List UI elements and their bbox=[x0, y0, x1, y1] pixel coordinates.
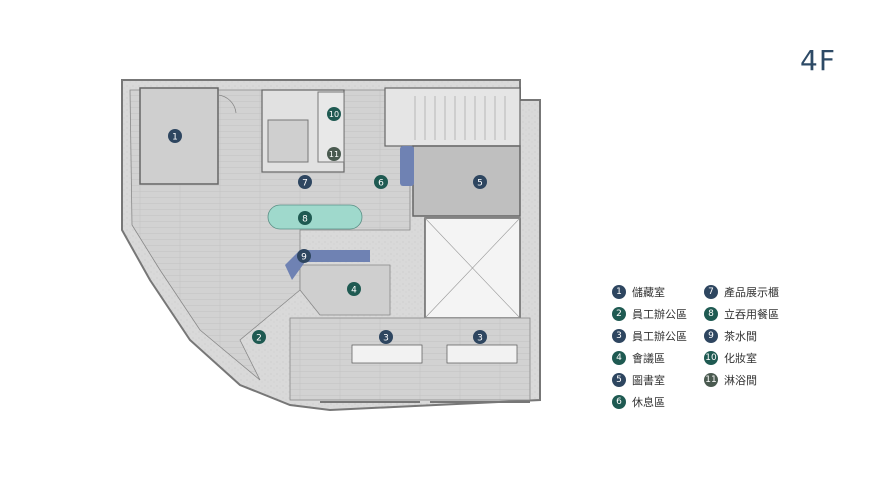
rest-area-bench bbox=[400, 146, 414, 186]
storage-door bbox=[217, 94, 237, 114]
dining-table bbox=[267, 204, 363, 230]
svg-text:9: 9 bbox=[301, 253, 307, 263]
marker-3a: 3 bbox=[379, 330, 393, 344]
marker-11: 11 bbox=[327, 147, 341, 161]
markers: 1 2 3 3 4 5 6 7 8 9 10 11 bbox=[168, 107, 487, 344]
stairwell bbox=[384, 87, 521, 147]
library-room bbox=[412, 145, 521, 217]
marker-10: 10 bbox=[327, 107, 341, 121]
svg-text:11: 11 bbox=[329, 150, 339, 159]
workstations bbox=[351, 344, 518, 364]
svg-text:4: 4 bbox=[351, 286, 357, 296]
marker-1: 1 bbox=[168, 129, 182, 143]
stair-treads bbox=[414, 96, 506, 140]
marker-9: 9 bbox=[297, 249, 311, 263]
floor-title: 4F bbox=[800, 44, 836, 77]
svg-text:6: 6 bbox=[378, 179, 384, 189]
svg-text:7: 7 bbox=[302, 179, 308, 189]
svg-text:5: 5 bbox=[477, 179, 483, 189]
marker-8: 8 bbox=[298, 211, 312, 225]
svg-text:2: 2 bbox=[256, 334, 262, 344]
svg-text:3: 3 bbox=[477, 334, 483, 344]
marker-2: 2 bbox=[252, 330, 266, 344]
svg-text:3: 3 bbox=[383, 334, 389, 344]
svg-text:8: 8 bbox=[302, 215, 308, 225]
svg-text:1: 1 bbox=[172, 133, 178, 143]
marker-5: 5 bbox=[473, 175, 487, 189]
marker-6: 6 bbox=[374, 175, 388, 189]
marker-3b: 3 bbox=[473, 330, 487, 344]
marker-4: 4 bbox=[347, 282, 361, 296]
elevator-shaft bbox=[267, 119, 309, 163]
meeting-area bbox=[299, 264, 391, 316]
svg-text:10: 10 bbox=[329, 110, 339, 119]
marker-7: 7 bbox=[298, 175, 312, 189]
